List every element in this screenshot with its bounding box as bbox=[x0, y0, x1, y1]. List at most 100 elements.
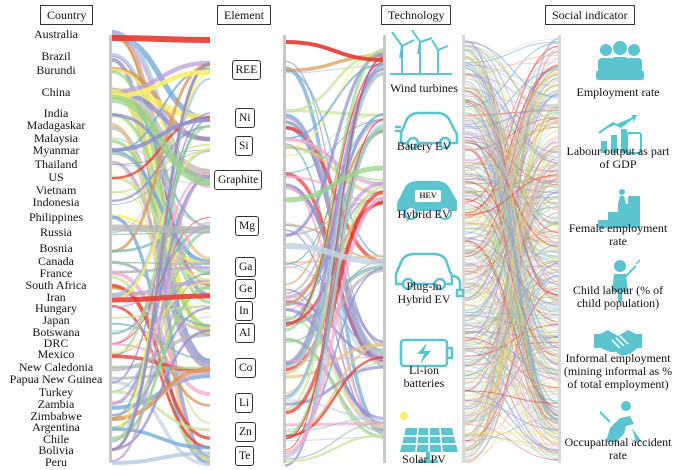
flow-band bbox=[284, 196, 386, 455]
flow-band bbox=[464, 162, 561, 402]
flow-band bbox=[111, 62, 211, 451]
flow-band bbox=[284, 342, 386, 379]
child-icon bbox=[612, 259, 641, 302]
flow-band bbox=[464, 50, 561, 416]
flow-band bbox=[111, 174, 211, 463]
technology-node-bar-right bbox=[462, 35, 465, 463]
flow-band bbox=[111, 329, 211, 451]
flow-band bbox=[464, 393, 561, 422]
flow-band bbox=[464, 108, 561, 139]
flow-band bbox=[464, 108, 561, 226]
country-label: Turkey bbox=[38, 384, 74, 399]
country-label: Myanmar bbox=[32, 143, 80, 158]
flow-band bbox=[111, 118, 211, 152]
flow-band bbox=[464, 92, 561, 342]
flow-band bbox=[464, 183, 561, 280]
flow-band bbox=[284, 190, 386, 415]
element-node-bar bbox=[283, 35, 286, 463]
flow-band bbox=[464, 283, 561, 435]
flow-band bbox=[464, 126, 561, 167]
flow-band bbox=[111, 147, 211, 302]
flow-band bbox=[464, 271, 561, 330]
flow-band bbox=[464, 68, 561, 276]
flow-band bbox=[111, 114, 211, 290]
battery-ev-icon bbox=[395, 111, 459, 150]
flow-band bbox=[111, 143, 211, 194]
flow-band bbox=[284, 165, 386, 203]
social-node-bar bbox=[558, 35, 561, 463]
country-label: Vietnam bbox=[35, 182, 77, 197]
flow-band bbox=[464, 80, 561, 405]
country-label: Zimbabwe bbox=[30, 408, 82, 423]
flow-band bbox=[464, 57, 561, 342]
flow-band bbox=[464, 240, 561, 409]
flow-band bbox=[284, 68, 386, 374]
country-label: Brazil bbox=[41, 49, 71, 64]
technology-node-bar-left bbox=[383, 35, 386, 463]
flow-band bbox=[464, 42, 561, 108]
flow-band bbox=[464, 237, 561, 306]
flow-band bbox=[464, 390, 561, 404]
country-label: Madagaskar bbox=[26, 118, 86, 133]
social-indicator-label: Employment rate bbox=[576, 85, 660, 99]
flow-band bbox=[464, 195, 561, 312]
country-label: Malaysia bbox=[34, 130, 78, 145]
flow-band bbox=[464, 73, 561, 219]
country-label: Hungary bbox=[35, 301, 77, 316]
flow-band bbox=[464, 185, 561, 247]
flow-band bbox=[464, 95, 561, 108]
flow-band bbox=[464, 382, 561, 396]
technology-label: Battery EV bbox=[396, 139, 452, 153]
technology-label: Li-ion batteries bbox=[403, 363, 445, 390]
country-label: India bbox=[43, 105, 69, 120]
flow-band bbox=[284, 416, 386, 433]
flow-band bbox=[464, 263, 561, 376]
flow-band bbox=[284, 51, 386, 113]
flow-band bbox=[464, 115, 561, 243]
flow-band bbox=[464, 324, 561, 357]
flow-band bbox=[284, 137, 386, 187]
country-label: Burundi bbox=[36, 62, 76, 77]
flow-band bbox=[111, 322, 211, 361]
flow-band bbox=[284, 63, 386, 140]
header-element: Element bbox=[217, 5, 271, 25]
flow-band bbox=[111, 137, 211, 227]
flow-band bbox=[111, 69, 211, 99]
element-box: Mg bbox=[235, 216, 259, 236]
flow-band bbox=[464, 312, 561, 316]
flow-band bbox=[111, 150, 211, 264]
country-label: Iran bbox=[46, 289, 66, 304]
flow-band bbox=[464, 309, 561, 419]
technology-label: Plug-in Hybrid EV bbox=[397, 279, 451, 306]
header-technology: Technology bbox=[381, 5, 452, 25]
flow-band bbox=[284, 118, 386, 440]
country-label: Bolivia bbox=[38, 443, 74, 458]
flow-band bbox=[464, 75, 561, 224]
element-box: Si bbox=[235, 136, 253, 156]
flow-band bbox=[464, 274, 561, 462]
flow-band bbox=[464, 281, 561, 363]
flow-band bbox=[111, 70, 211, 304]
technology-label: Wind turbines bbox=[390, 81, 458, 95]
handshake-icon bbox=[594, 330, 642, 356]
wind-turbine-icon bbox=[390, 29, 452, 75]
flow-band bbox=[111, 60, 211, 94]
flow-band bbox=[464, 116, 561, 162]
flow-band bbox=[464, 432, 561, 435]
flow-band bbox=[464, 338, 561, 464]
country-label: Papua New Guinea bbox=[9, 372, 103, 387]
flow-band bbox=[284, 434, 386, 463]
flow-band bbox=[464, 172, 561, 237]
country-label: Thailand bbox=[34, 156, 78, 171]
flow-band bbox=[111, 95, 211, 186]
flow-band bbox=[111, 293, 211, 303]
flow-band bbox=[284, 399, 386, 421]
element-box: Ge bbox=[235, 279, 257, 299]
flow-band bbox=[284, 113, 386, 156]
flow-band bbox=[464, 330, 561, 375]
falling-person-icon bbox=[599, 401, 642, 442]
flow-band bbox=[464, 190, 561, 441]
country-label: Peru bbox=[45, 455, 67, 469]
flow-band bbox=[284, 243, 386, 265]
